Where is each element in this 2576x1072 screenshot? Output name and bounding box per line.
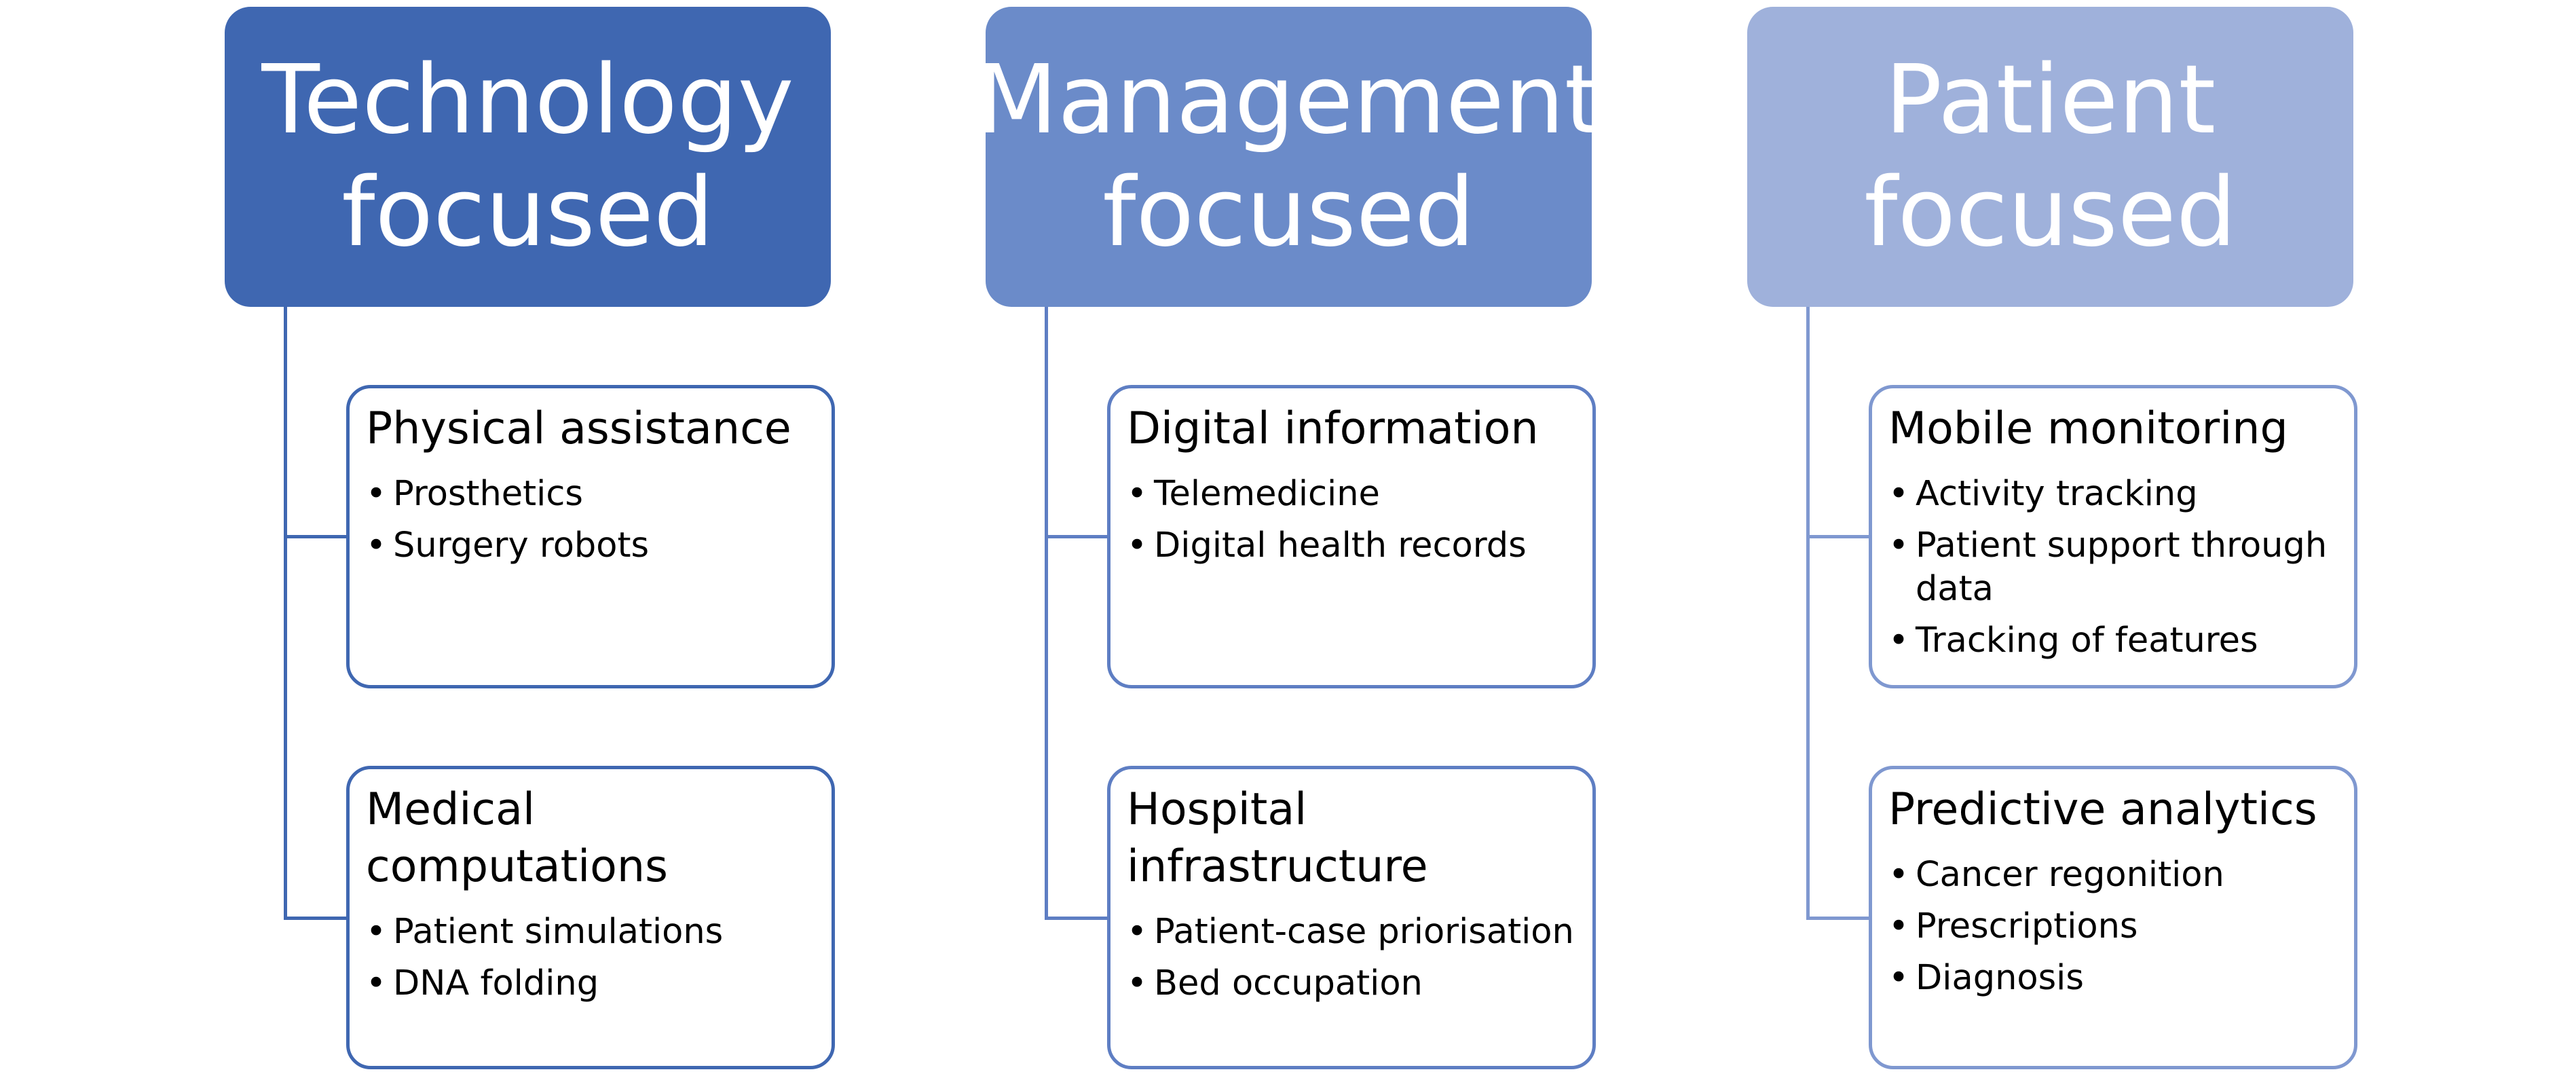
card-title: Digital information xyxy=(1127,403,1539,454)
card-list: Cancer regonition Prescriptions Diagnosi… xyxy=(1888,853,2338,1000)
subcategory-card: Hospital infrastructure Patient-case pri… xyxy=(1107,766,1596,1069)
category-header: Management focused xyxy=(975,7,1602,307)
connector-line xyxy=(284,307,287,918)
list-item: Surgery robots xyxy=(366,524,815,568)
category-header: Patient focused xyxy=(1747,7,2353,307)
card-title: Predictive analytics xyxy=(1888,784,2317,835)
connector-line xyxy=(284,917,346,920)
list-item: Bed occupation xyxy=(1127,962,1576,1005)
list-item: Cancer regonition xyxy=(1888,853,2338,897)
card-list: Telemedicine Digital health records xyxy=(1127,473,1576,568)
list-item: Patient support through data xyxy=(1888,524,2338,611)
list-item: Prescriptions xyxy=(1888,905,2338,948)
card-list: Activity tracking Patient support throug… xyxy=(1888,473,2338,663)
connector-line xyxy=(1045,917,1107,920)
list-item: DNA folding xyxy=(366,962,815,1005)
connector-line xyxy=(1045,307,1048,918)
card-list: Patient simulations DNA folding xyxy=(366,910,815,1005)
connector-line xyxy=(1806,535,1869,538)
subcategory-card: Predictive analytics Cancer regonition P… xyxy=(1869,766,2357,1069)
column-technology: Technology focused Physical assistance P… xyxy=(225,0,836,1072)
column-management: Management focused Digital information T… xyxy=(975,0,1602,1072)
list-item: Diagnosis xyxy=(1888,957,2338,1000)
card-title: Hospital infrastructure xyxy=(1127,784,1428,892)
list-item: Digital health records xyxy=(1127,524,1576,568)
connector-line xyxy=(1045,535,1107,538)
list-item: Patient-case priorisation xyxy=(1127,910,1576,954)
subcategory-card: Medical computations Patient simulations… xyxy=(346,766,835,1069)
category-header: Technology focused xyxy=(225,7,831,307)
card-title: Physical assistance xyxy=(366,403,791,454)
card-title: Medical computations xyxy=(366,784,668,892)
subcategory-card: Digital information Telemedicine Digital… xyxy=(1107,385,1596,688)
connector-line xyxy=(1806,307,1810,918)
list-item: Activity tracking xyxy=(1888,473,2338,516)
list-item: Tracking of features xyxy=(1888,619,2338,663)
list-item: Prosthetics xyxy=(366,473,815,516)
card-title: Mobile monitoring xyxy=(1888,403,2288,454)
column-patient: Patient focused Mobile monitoring Activi… xyxy=(1747,0,2358,1072)
subcategory-card: Mobile monitoring Activity tracking Pati… xyxy=(1869,385,2357,688)
list-item: Patient simulations xyxy=(366,910,815,954)
list-item: Telemedicine xyxy=(1127,473,1576,516)
connector-line xyxy=(284,535,346,538)
card-list: Patient-case priorisation Bed occupation xyxy=(1127,910,1576,1005)
card-list: Prosthetics Surgery robots xyxy=(366,473,815,568)
connector-line xyxy=(1806,917,1869,920)
subcategory-card: Physical assistance Prosthetics Surgery … xyxy=(346,385,835,688)
